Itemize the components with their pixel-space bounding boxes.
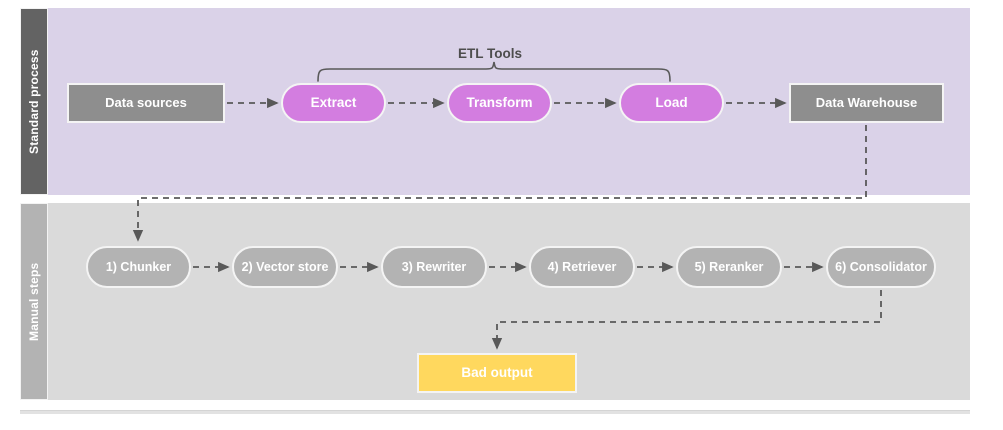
node-rewriter[interactable]: 3) Rewriter [381, 246, 487, 288]
etl-tools-label: ETL Tools [458, 46, 522, 61]
node-reranker[interactable]: 5) Reranker [676, 246, 782, 288]
node-bad-output[interactable]: Bad output [417, 353, 577, 393]
lane-label-manual-steps: Manual steps [20, 203, 48, 400]
node-consolidator[interactable]: 6) Consolidator [826, 246, 936, 288]
node-data-warehouse[interactable]: Data Warehouse [789, 83, 944, 123]
lane-label-standard-process: Standard process [20, 8, 48, 195]
node-vector-store[interactable]: 2) Vector store [232, 246, 338, 288]
node-load[interactable]: Load [619, 83, 724, 123]
node-chunker[interactable]: 1) Chunker [86, 246, 191, 288]
node-transform[interactable]: Transform [447, 83, 552, 123]
node-retriever[interactable]: 4) Retriever [529, 246, 635, 288]
node-extract[interactable]: Extract [281, 83, 386, 123]
bottom-divider-rule [20, 410, 970, 414]
node-data-sources[interactable]: Data sources [67, 83, 225, 123]
